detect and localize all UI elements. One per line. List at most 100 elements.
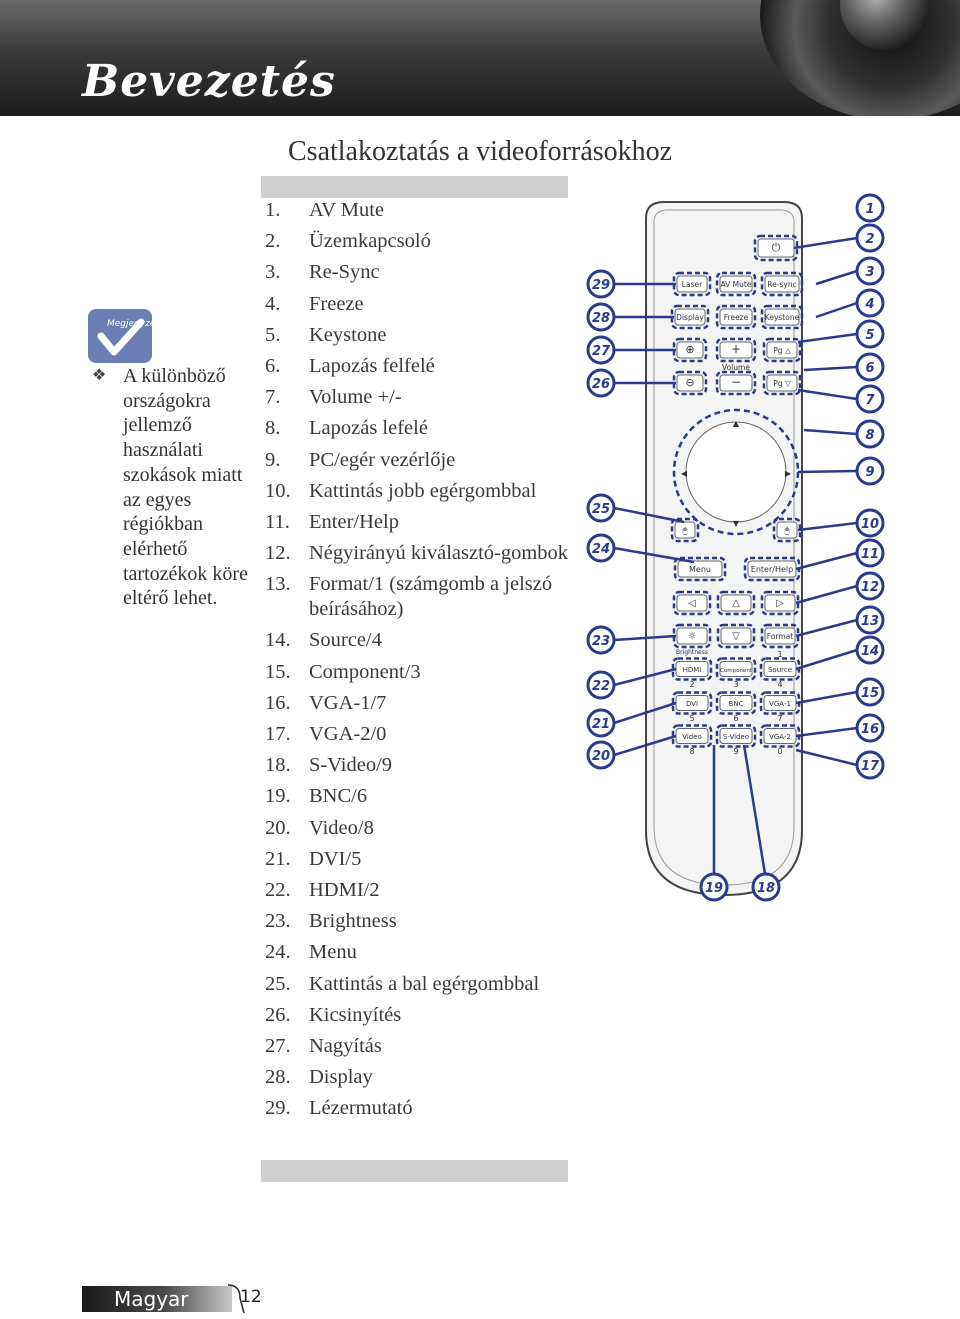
callout-1-icon <box>855 193 885 223</box>
callout-25-label: 25 <box>592 502 610 517</box>
volume-up-button <box>719 341 753 359</box>
menu-button-highlight <box>673 556 727 582</box>
format-button-highlight <box>760 623 800 649</box>
right-arrow-button-highlight <box>760 590 800 616</box>
display-button <box>674 308 706 326</box>
volume-up-button-label: + <box>731 342 741 356</box>
volume-up-button-highlight <box>715 337 757 363</box>
callout-3-label: 3 <box>865 265 874 280</box>
mouse-pad <box>685 421 787 523</box>
callout-leader-line <box>795 726 858 738</box>
re-sync-button-highlight <box>760 271 804 297</box>
callout-leader-line <box>613 506 685 524</box>
up-arrow-button-highlight <box>716 590 756 616</box>
component-button-number: 3 <box>733 680 738 689</box>
left-arrow-button-highlight <box>672 590 712 616</box>
note-box: ❖ A különböző országokra jellemző haszná… <box>92 364 252 611</box>
callout-22-label: 22 <box>592 679 610 694</box>
list-item: 9.PC/egér vezérlője <box>265 448 456 471</box>
list-item: 6.Lapozás felfelé <box>265 354 435 377</box>
callout-leader-line <box>803 365 858 372</box>
re-sync-button-label: Re-sync <box>767 280 796 289</box>
callout-17-label: 17 <box>861 759 880 774</box>
callout-leader-line <box>613 667 677 687</box>
callout-leader-line <box>797 332 858 344</box>
callout-12-icon <box>855 571 885 601</box>
callout-leader-line <box>797 469 858 474</box>
power-button-highlight <box>753 234 799 262</box>
bnc-button <box>719 695 753 711</box>
callout-7-icon <box>855 384 885 414</box>
callout-9-icon <box>855 456 885 486</box>
callout-leader-line <box>797 388 858 401</box>
callout-28-icon <box>586 302 616 332</box>
callout-20-icon <box>586 740 616 770</box>
mouse-right-arrow-icon: ▶ <box>785 469 792 478</box>
laser-button <box>676 275 708 293</box>
hdmi-button-label: HDMI <box>683 666 702 674</box>
format-button-label: Format <box>767 632 793 641</box>
zoom-in-button-label: ⊕ <box>685 343 694 356</box>
chapter-title: Bevezetés <box>82 56 336 107</box>
page-down-button <box>766 374 798 392</box>
enter-help-button-label: Enter/Help <box>751 565 793 574</box>
callout-25-icon <box>586 493 616 523</box>
page-down-button-label: Pg ▽ <box>773 379 791 388</box>
zoom-out-button <box>676 374 704 392</box>
freeze-button-label: Freeze <box>724 313 749 322</box>
list-item: 7.Volume +/- <box>265 386 402 409</box>
callout-18-icon <box>751 872 781 902</box>
callout-27-label: 27 <box>592 344 611 359</box>
list-item: 17.VGA-2/0 <box>265 723 387 745</box>
format-number-label: 1 <box>777 650 782 659</box>
list-item: 19.BNC/6 <box>265 785 368 808</box>
callout-11-icon <box>855 538 885 568</box>
vga-2-button-number: 0 <box>777 747 782 756</box>
svg-text:Megjegyzés: Megjegyzés <box>107 318 153 329</box>
list-item: 1.AV Mute <box>265 199 384 221</box>
av-mute-button-label: AV Mute <box>721 280 752 289</box>
right-arrow-button-label: ▷ <box>776 598 784 609</box>
callout-leader-line <box>795 618 858 638</box>
callout-16-label: 16 <box>861 722 879 737</box>
format-button <box>764 627 796 645</box>
page-header: Bevezetés <box>0 0 960 116</box>
laser-button-label: Laser <box>682 280 703 289</box>
callout-leader-line <box>803 428 858 436</box>
callout-leader-line <box>795 584 858 605</box>
callout-leader-line <box>793 236 858 250</box>
list-item: 10.Kattintás jobb egérgombbal <box>265 479 537 502</box>
callout-leader-line <box>815 301 858 319</box>
callout-13-icon <box>855 605 885 635</box>
callout-leader-line <box>613 634 677 642</box>
display-button-label: Display <box>676 313 704 322</box>
list-item: 21.DVI/5 <box>265 847 362 870</box>
footer-language-bar <box>82 1286 232 1312</box>
component-button <box>719 661 753 677</box>
down-arrow-button <box>720 627 752 645</box>
right-click-button-highlight <box>772 517 802 543</box>
list-item: 15.Component/3 <box>265 660 421 683</box>
source-button-label: Source <box>768 666 792 674</box>
up-arrow-button <box>720 594 752 612</box>
volume-label: Volume <box>722 363 750 372</box>
down-arrow-button-highlight <box>716 623 756 649</box>
diamond-bullet-icon: ❖ <box>92 367 107 384</box>
left-arrow-button-label: ◁ <box>688 598 696 609</box>
list-item: 4.Freeze <box>265 292 364 315</box>
mouse-left-arrow-icon: ◀ <box>681 469 688 478</box>
callout-leader-line <box>795 551 858 571</box>
keystone-button <box>764 308 800 326</box>
callout-20-label: 20 <box>592 749 610 764</box>
right-arrow-button <box>764 594 796 612</box>
callout-leader-line <box>742 744 768 881</box>
callout-14-icon <box>855 635 885 665</box>
list-item: 27.Nagyítás <box>265 1034 382 1057</box>
volume-down-button-label: − <box>731 375 741 389</box>
list-bottom-divider <box>261 1160 568 1182</box>
keystone-button-label: Keystone <box>765 313 800 322</box>
callout-15-icon <box>855 677 885 707</box>
callout-8-label: 8 <box>865 428 874 443</box>
page-number: 12 <box>240 1287 262 1307</box>
bnc-button-number: 6 <box>733 714 738 723</box>
